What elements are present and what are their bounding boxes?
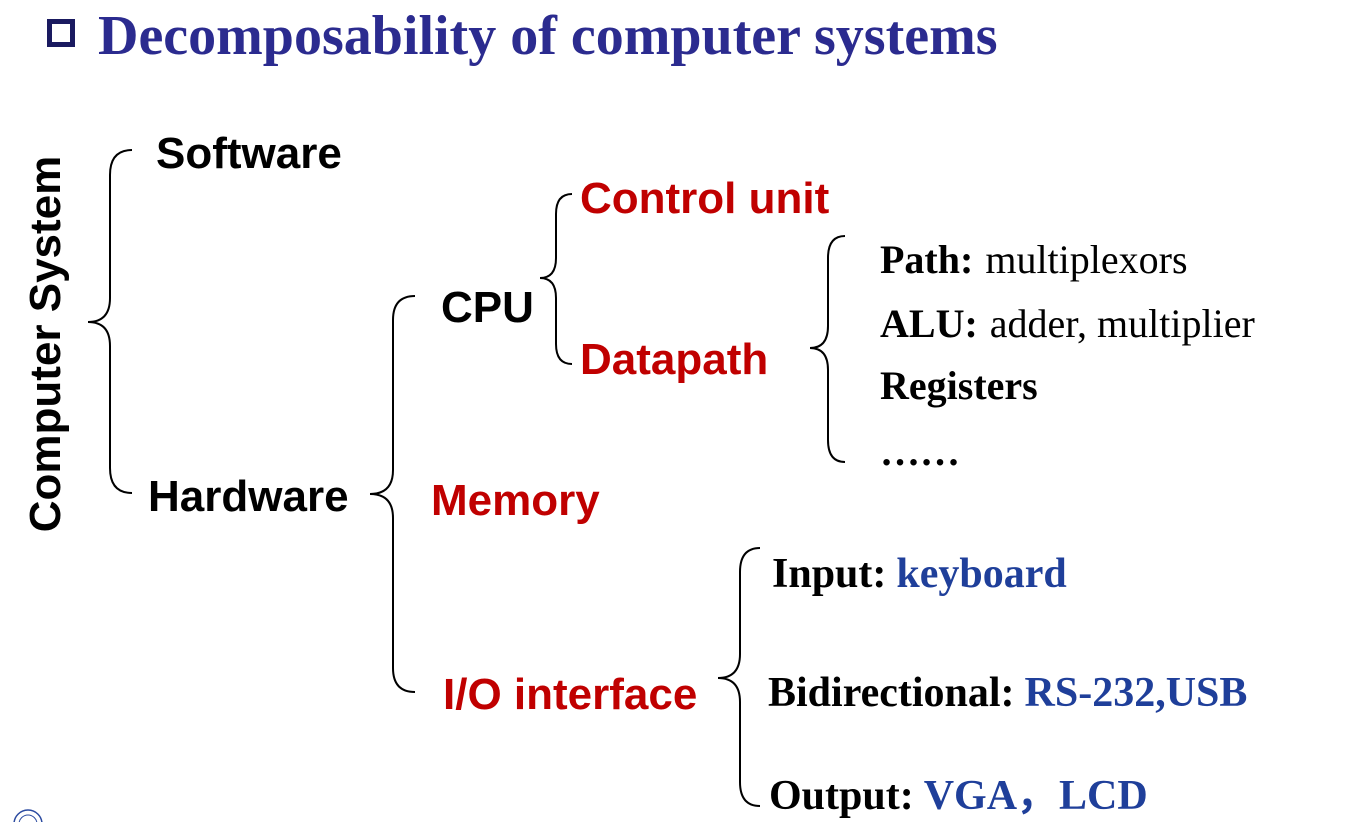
node-cpu: CPU xyxy=(441,283,534,332)
datapath-item-path: Path:multiplexors xyxy=(880,240,1188,280)
brace-hardware xyxy=(369,295,416,693)
io-input-value: keyboard xyxy=(896,551,1067,597)
io-bidir-label: Bidirectional: xyxy=(768,670,1015,716)
brace-cpu xyxy=(539,193,573,365)
brace-datapath xyxy=(809,235,846,463)
datapath-path-value: multiplexors xyxy=(985,237,1188,282)
datapath-alu-label: ALU: xyxy=(880,301,978,346)
page-title: Decomposability of computer systems xyxy=(98,5,998,67)
datapath-item-ellipsis: …… xyxy=(880,429,960,474)
io-input-label: Input: xyxy=(772,551,887,597)
node-software: Software xyxy=(156,129,342,178)
datapath-item-registers: Registers xyxy=(880,363,1038,408)
io-item-output: Output:VGA，LCD xyxy=(769,775,1148,817)
io-output-value: VGA，LCD xyxy=(923,773,1148,819)
datapath-path-label: Path: xyxy=(880,237,974,282)
brace-io xyxy=(717,547,761,807)
node-hardware: Hardware xyxy=(148,472,349,521)
io-output-label: Output: xyxy=(769,773,914,819)
university-logo-icon xyxy=(13,809,43,822)
brace-root xyxy=(87,149,133,494)
io-bidir-value: RS-232,USB xyxy=(1024,670,1248,716)
title-bullet-icon xyxy=(47,19,75,47)
datapath-item-alu: ALU:adder, multiplier xyxy=(880,304,1255,344)
node-memory: Memory xyxy=(431,476,600,525)
io-item-input: Input:keyboard xyxy=(772,553,1067,595)
io-item-bidirectional: Bidirectional:RS-232,USB xyxy=(768,672,1247,714)
node-datapath: Datapath xyxy=(580,335,769,384)
node-io-interface: I/O interface xyxy=(443,670,698,719)
datapath-alu-value: adder, multiplier xyxy=(989,301,1255,346)
node-control-unit: Control unit xyxy=(580,174,830,223)
